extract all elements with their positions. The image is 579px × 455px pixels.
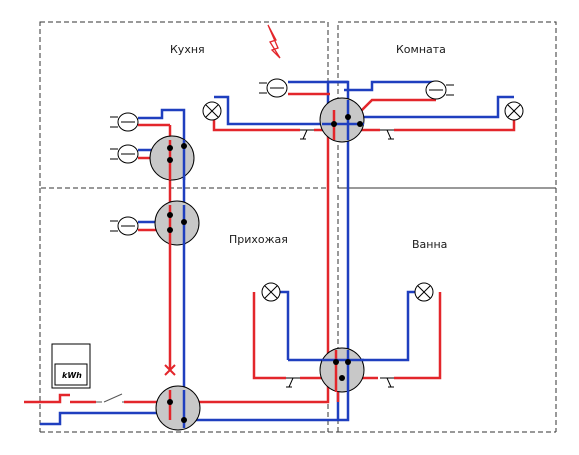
meter-label: kWh xyxy=(62,371,82,380)
socket-icon xyxy=(110,216,139,236)
switch-icons xyxy=(286,129,394,388)
lightning-icon xyxy=(267,24,281,59)
lamp-icon xyxy=(504,101,524,121)
junction-box-room xyxy=(319,97,365,143)
switch-icon xyxy=(300,129,314,140)
cross-mark xyxy=(164,364,176,376)
socket-icon xyxy=(425,80,454,100)
junction-box-kitchen-lower xyxy=(154,200,200,246)
switch-icon xyxy=(380,377,394,388)
socket-icon xyxy=(110,144,139,164)
switch-icon xyxy=(286,377,300,388)
room-label-kitchen: Кухня xyxy=(170,43,205,56)
junction-dots xyxy=(167,114,363,423)
neutral-wires xyxy=(40,80,514,426)
room-label-bathroom: Ванна xyxy=(412,238,448,251)
switch-icon xyxy=(380,129,394,140)
lamp-icon xyxy=(414,282,434,302)
electric-meter xyxy=(51,343,91,389)
socket-icon xyxy=(110,112,139,132)
socket-icon xyxy=(259,78,288,98)
socket-icons xyxy=(110,78,454,236)
room-label-hallway: Прихожая xyxy=(229,233,288,246)
junction-box-main xyxy=(155,385,201,431)
lamp-icons xyxy=(202,101,524,302)
room-border xyxy=(337,21,557,189)
room-label-room: Комната xyxy=(396,43,446,56)
lamp-icon xyxy=(202,101,222,121)
room-borders xyxy=(39,21,557,433)
main-switch xyxy=(96,393,124,403)
junction-box-bathroom xyxy=(319,347,365,393)
lamp-icon xyxy=(261,282,281,302)
